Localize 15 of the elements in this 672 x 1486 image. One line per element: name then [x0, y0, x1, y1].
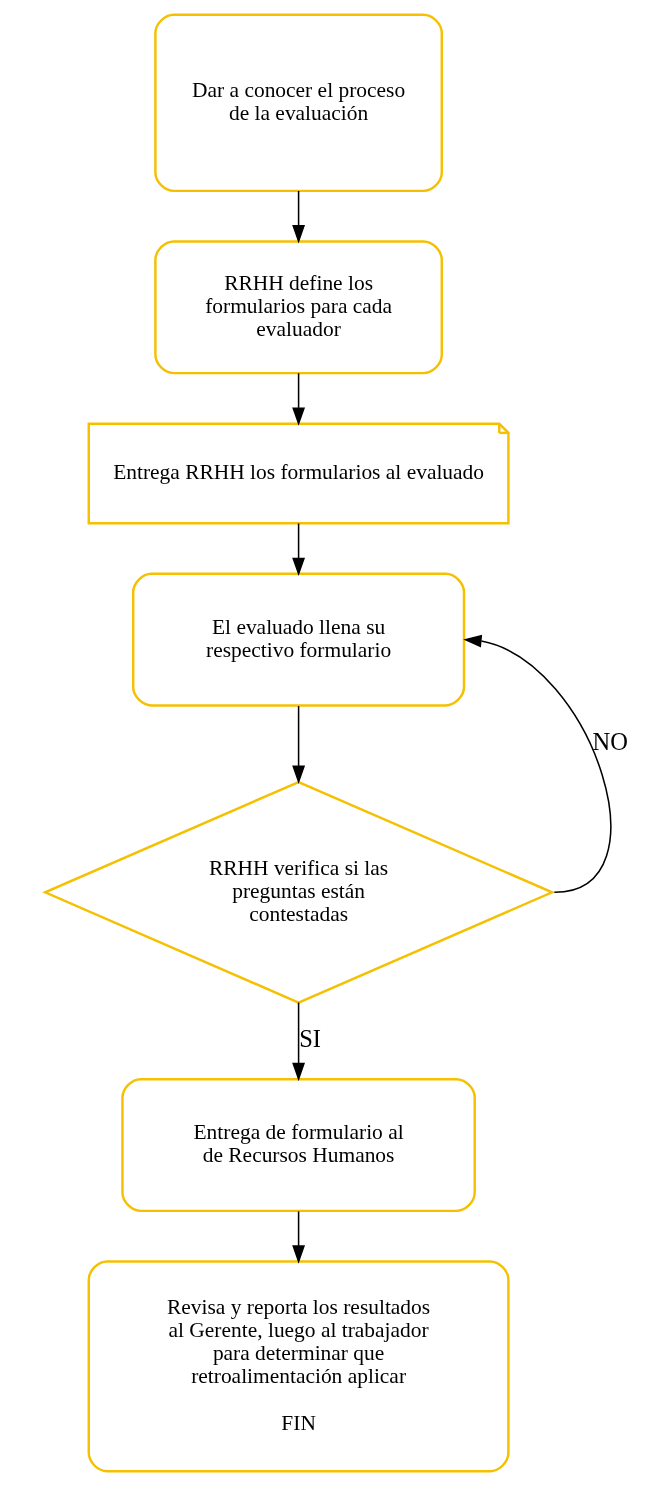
arrow [291, 1210, 305, 1264]
arrow [291, 1001, 305, 1082]
node-box: El evaluado llena su respectivo formulario [131, 572, 465, 707]
arrow [462, 634, 611, 894]
arrow [291, 522, 305, 577]
arrow [291, 705, 305, 784]
node-box: RRHH define los formularios para cada evaluador [153, 240, 443, 375]
node-box: Entrega de formulario al de Recursos Humanos [120, 1077, 476, 1213]
arrow [291, 190, 305, 244]
edge-label: SI [298, 1024, 321, 1052]
edge-label: NO [592, 727, 628, 755]
node-box: Revisa y reporta los resultados al Gerente, luego al trabajador para determinar que retroalimentación aplicar FIN [87, 1260, 510, 1473]
node-diamond: RRHH verifica si las preguntas están contestadas [41, 780, 555, 1004]
node-box: Dar a conocer el proceso de la evaluación [153, 13, 443, 193]
arrow [291, 372, 305, 426]
